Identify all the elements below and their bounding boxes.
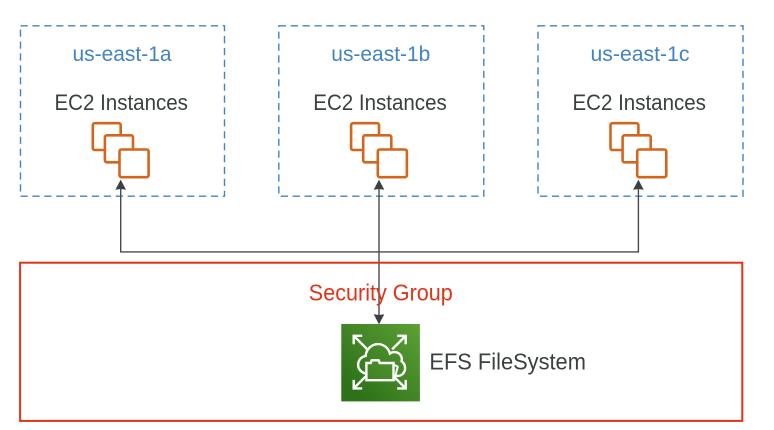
svg-text:EC2 Instances: EC2 Instances: [54, 90, 188, 115]
svg-text:EC2 Instances: EC2 Instances: [313, 90, 447, 115]
svg-text:us-east-1b: us-east-1b: [331, 43, 430, 66]
svg-text:us-east-1c: us-east-1c: [591, 43, 690, 66]
svg-text:Security Group: Security Group: [309, 280, 453, 306]
svg-text:EC2 Instances: EC2 Instances: [572, 90, 706, 115]
svg-text:EFS FileSystem: EFS FileSystem: [429, 349, 586, 375]
svg-text:us-east-1a: us-east-1a: [73, 43, 172, 66]
